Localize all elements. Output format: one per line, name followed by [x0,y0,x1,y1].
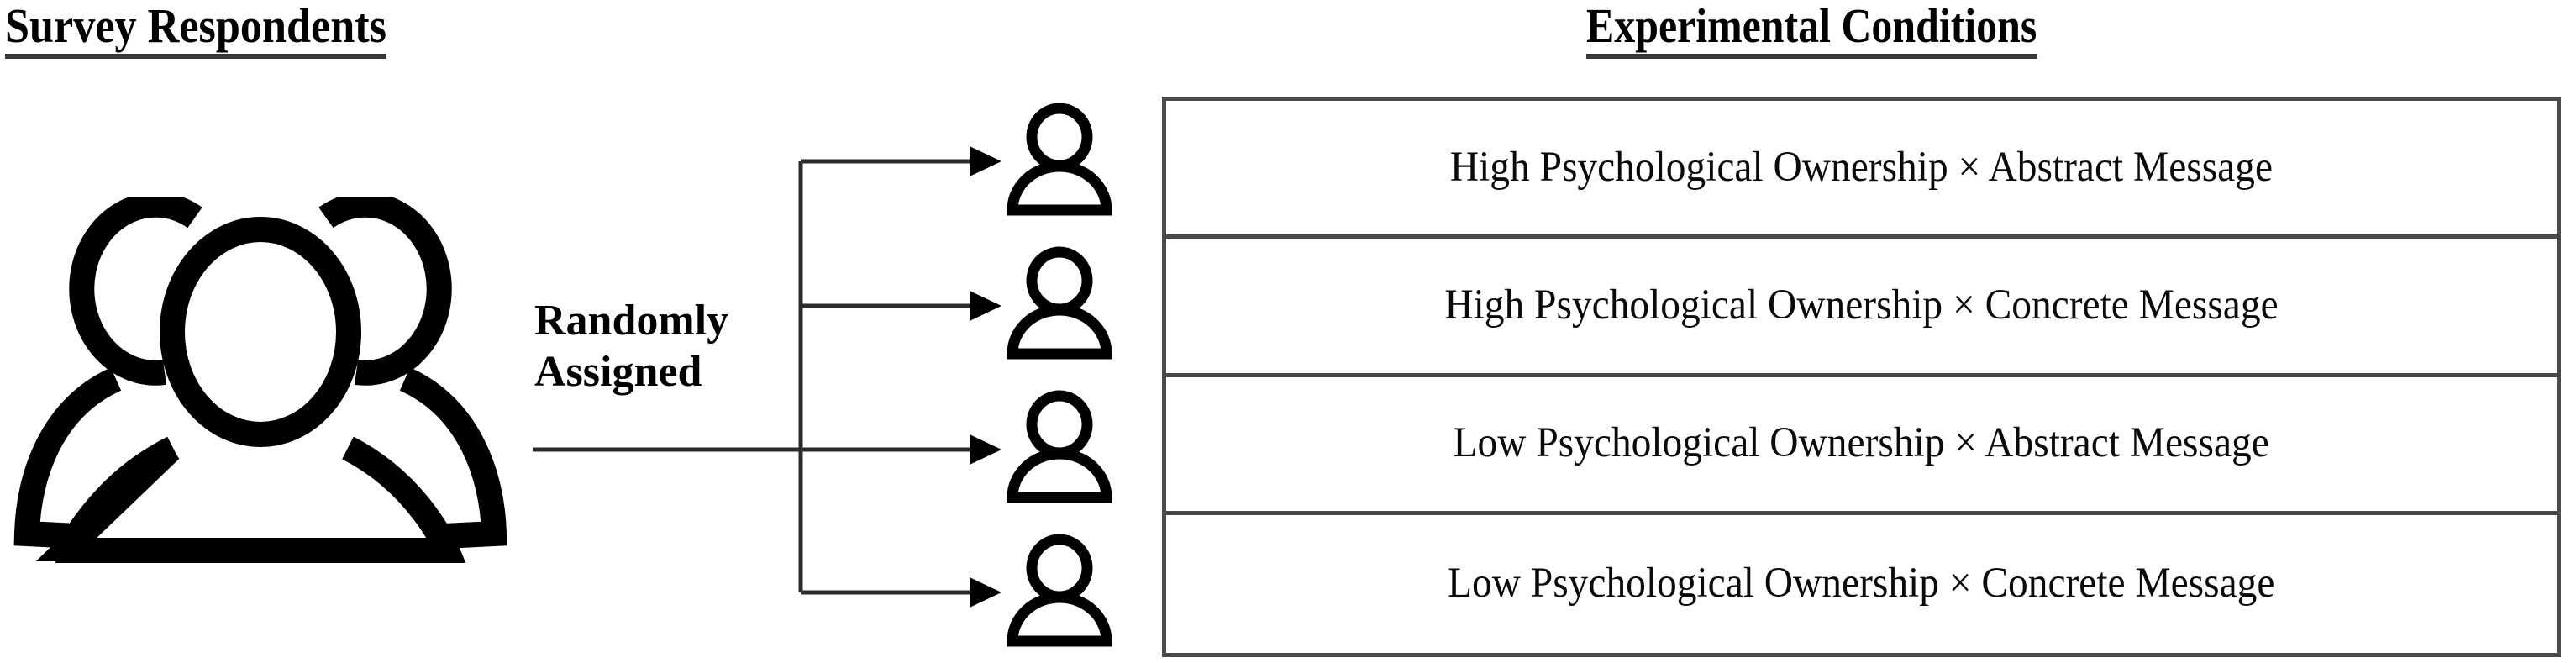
person-glyph [1007,103,1112,216]
table-row: Low Psychological Ownership × Abstract M… [1166,377,2557,515]
condition-label: Low Psychological Ownership × Concrete M… [1448,560,2275,608]
person-icon [1005,103,1114,217]
table-row: High Psychological Ownership × Concrete … [1166,239,2557,377]
branch-connector-glyph [533,146,1001,608]
person-icon [1005,534,1114,648]
group-of-people-glyph [13,192,507,563]
table-row: Low Psychological Ownership × Concrete M… [1166,515,2557,653]
person-icon [1005,390,1114,504]
person-glyph [1007,390,1112,503]
person-glyph [1007,534,1112,647]
arrowhead-4 [970,577,1001,608]
randomly-assigned-label: Randomly Assigned [534,296,778,398]
condition-label: High Psychological Ownership × Abstract … [1449,143,2274,191]
condition-label: High Psychological Ownership × Concrete … [1444,282,2279,329]
page-title-experimental-conditions: Experimental Conditions [1586,2,2037,59]
person-icon [1005,246,1114,360]
branching-arrows [521,134,1025,622]
randomly-assigned-line1: Randomly [534,297,729,345]
person-glyph [1007,246,1112,360]
randomly-assigned-line2: Assigned [534,347,702,396]
page-title-survey-respondents: Survey Respondents [5,2,386,59]
arrowhead-2 [970,291,1001,321]
arrowhead-3 [970,434,1001,465]
experimental-conditions-table: High Psychological Ownership × Abstract … [1162,97,2561,657]
condition-label: Low Psychological Ownership × Abstract M… [1453,419,2270,467]
arrowhead-1 [970,146,1001,176]
group-of-people-icon [8,192,513,567]
table-row: High Psychological Ownership × Abstract … [1166,101,2557,239]
